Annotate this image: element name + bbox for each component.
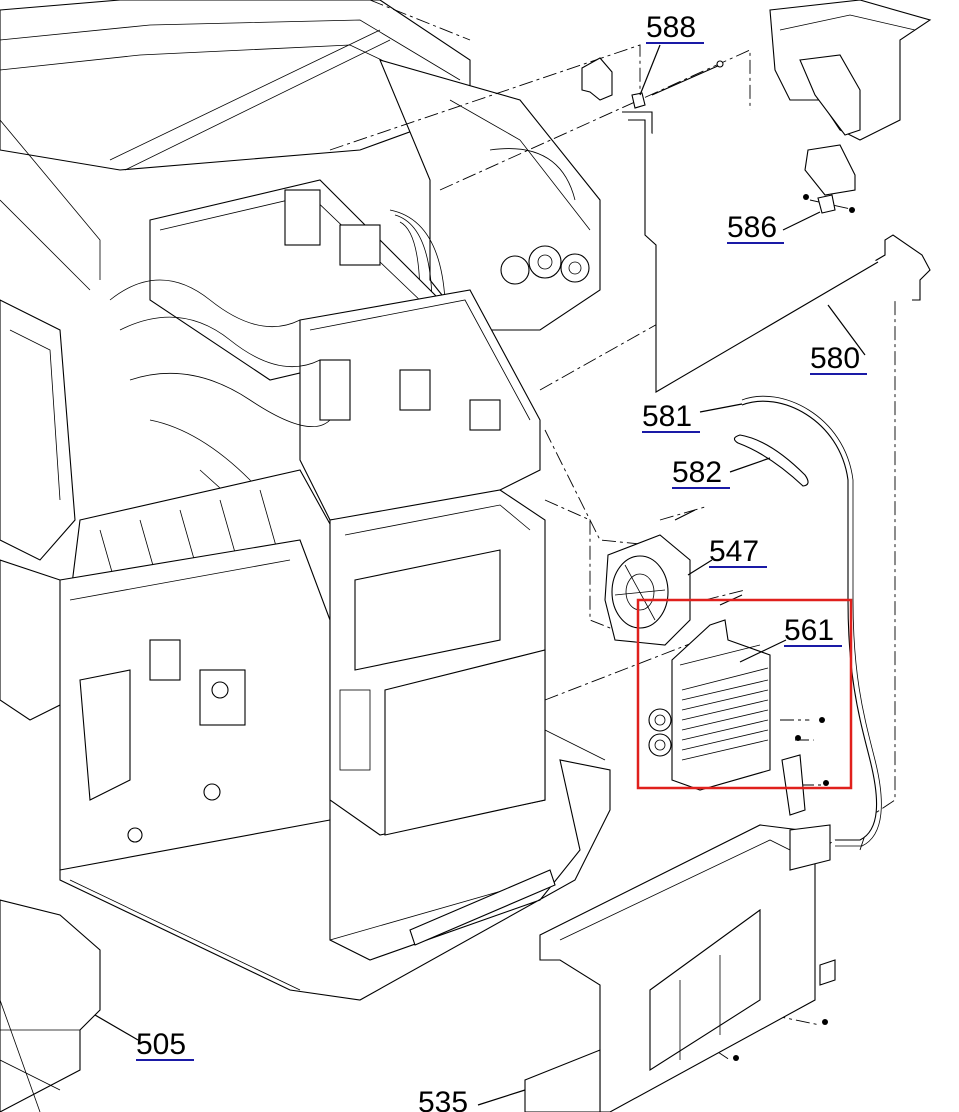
part-582: [733, 434, 809, 487]
callout-561: 561: [784, 614, 842, 647]
leader-lines: [94, 44, 866, 1106]
callout-561-label: 561: [784, 614, 834, 647]
callout-580-label: 580: [810, 342, 860, 375]
part-547: [604, 509, 696, 646]
callout-547: 547: [709, 535, 767, 568]
callout-535-label: 535: [418, 1086, 468, 1112]
part-535: [524, 824, 836, 1112]
highlight-box-561: [636, 598, 853, 790]
part-561: [648, 594, 829, 816]
part-588: [581, 57, 724, 109]
main-frame-assembly: [0, 0, 611, 1112]
part-580: [622, 111, 931, 393]
callout-582: 582: [672, 456, 730, 489]
part-581: [741, 395, 882, 847]
callout-582-label: 582: [672, 456, 722, 489]
callout-547-label: 547: [709, 535, 759, 568]
callout-581: 581: [642, 400, 700, 433]
callout-588: 588: [646, 11, 704, 44]
callout-535: 535: [418, 1086, 468, 1112]
callout-586: 586: [727, 211, 784, 244]
part-586: [769, 0, 932, 214]
callout-505-label: 505: [136, 1028, 186, 1061]
callout-505: 505: [136, 1028, 194, 1061]
callout-586-label: 586: [727, 211, 777, 244]
callout-580: 580: [810, 342, 867, 375]
callout-588-label: 588: [646, 11, 696, 44]
callout-581-label: 581: [642, 400, 692, 433]
